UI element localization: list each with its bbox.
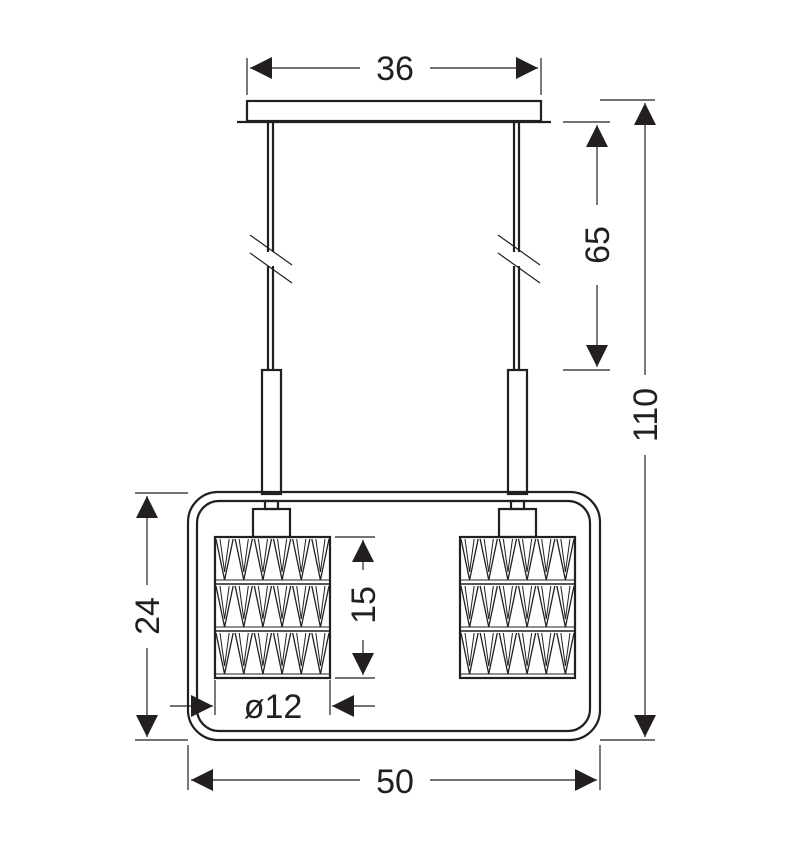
dimension-lines	[135, 57, 656, 791]
frame-height-label: 24	[129, 597, 167, 635]
suspension-cords	[249, 122, 541, 370]
canopy	[237, 99, 551, 124]
frame-width-label: 50	[376, 763, 414, 801]
total-height-label: 110	[627, 388, 665, 442]
left-tube	[260, 368, 283, 496]
cord-length-label: 65	[579, 226, 617, 264]
right-shade	[458, 535, 577, 680]
shades	[213, 535, 577, 680]
sockets	[251, 499, 538, 539]
right-tube	[506, 368, 529, 496]
frame	[186, 490, 602, 742]
shade-diameter-label: ø12	[244, 688, 303, 726]
shade-height-label: 15	[345, 586, 383, 624]
canopy-width-label: 36	[376, 50, 414, 88]
left-shade	[213, 535, 332, 680]
